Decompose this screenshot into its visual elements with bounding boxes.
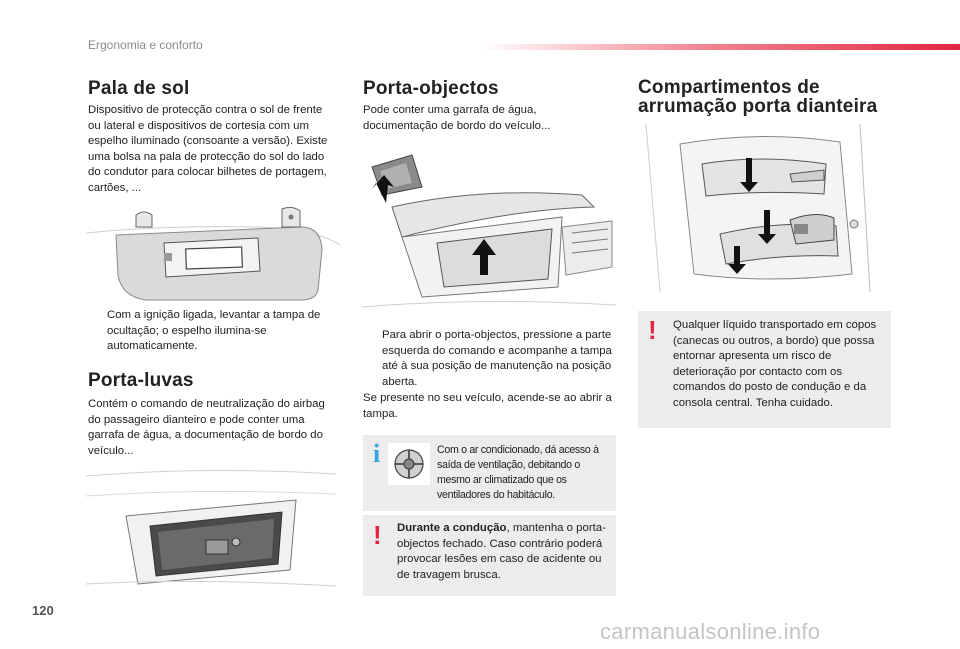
warning-icon: !	[373, 520, 382, 550]
section-title: Ergonomia e conforto	[88, 38, 203, 52]
glove-box-illustration	[86, 466, 336, 590]
storage-title: Porta-objectos	[363, 78, 499, 99]
vent-icon	[388, 443, 430, 485]
storage-instruction-text: Para abrir o porta-objectos, pressione a…	[382, 329, 612, 388]
info-icon: i	[373, 439, 381, 468]
door-storage-illustration	[640, 124, 892, 292]
door-storage-title-line2: arrumação porta dianteira	[638, 96, 878, 117]
storage-body: Pode conter uma garrafa de água, documen…	[363, 104, 551, 132]
watermark: carmanualsonline.info	[600, 619, 821, 644]
warning-icon-2: !	[648, 315, 657, 345]
sun-visor-instruction: Com a ignição ligada, levantar a tampa d…	[88, 308, 336, 356]
door-warning-text: Qualquer líquido transportado em copos (…	[673, 319, 877, 409]
driving-warning-rest: , mantenha o porta-objectos fechado. Cas…	[397, 522, 606, 581]
sun-visor-title: Pala de sol	[88, 78, 190, 99]
door-storage-title-line1: Compartimentos de	[638, 77, 820, 98]
header-accent-bar	[480, 44, 960, 50]
sun-visor-instruction-text: Com a ignição ligada, levantar a tampa d…	[107, 309, 321, 352]
sun-visor-body: Dispositivo de protecção contra o sol de…	[88, 104, 328, 194]
storage-instruction: Para abrir o porta-objectos, pressione a…	[363, 328, 617, 392]
storage-light-note: Se presente no seu veículo, acende-se ao…	[363, 392, 612, 420]
info-box-text: Com o ar condicionado, dá acesso à saída…	[437, 444, 599, 501]
driving-warning-bold: Durante a condução	[397, 522, 507, 534]
driving-warning-box: ! Durante a condução, mantenha o porta-o…	[363, 515, 616, 596]
glove-box-title: Porta-luvas	[88, 370, 194, 391]
door-warning-box: ! Qualquer líquido transportado em copos…	[638, 311, 891, 428]
sun-visor-illustration	[86, 205, 340, 301]
driving-warning-text: Durante a condução, mantenha o porta-obj…	[397, 521, 607, 583]
storage-illustration	[362, 147, 616, 319]
glove-box-body: Contém o comando de neutralização do air…	[88, 398, 325, 457]
info-box: i Com o ar condicionado, dá acesso à saí…	[363, 435, 616, 511]
page-number: 120	[32, 603, 54, 618]
